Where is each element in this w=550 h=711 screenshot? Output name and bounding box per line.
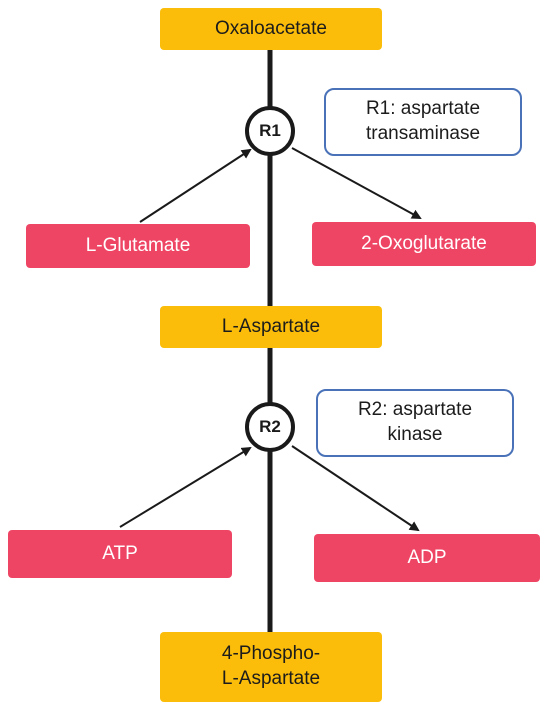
reaction-r1-node: R1 bbox=[245, 106, 295, 156]
enzyme-r2-label-line1: R2: aspartate bbox=[357, 399, 473, 421]
enzyme-r2-label-line2: kinase bbox=[387, 424, 443, 445]
2-oxoglutarate-label: 2-Oxoglutarate bbox=[361, 232, 487, 254]
l-glutamate-label: L-Glutamate bbox=[85, 234, 191, 256]
reaction-r2-node: R2 bbox=[245, 402, 295, 452]
enzyme-r1-label-line2: transaminase bbox=[365, 123, 481, 144]
l-glutamate-node: L-Glutamate bbox=[26, 224, 250, 268]
r1-output-arrow bbox=[291, 147, 422, 219]
l-aspartate-node: L-Aspartate bbox=[160, 306, 382, 348]
4-phospho-l-aspartate-label-line1: 4-Phospho- bbox=[221, 643, 321, 665]
l-aspartate-label: L-Aspartate bbox=[221, 315, 321, 337]
reaction-r1-label: R1 bbox=[259, 121, 281, 140]
enzyme-r2-box: R2: aspartate kinase bbox=[316, 389, 514, 457]
atp-node: ATP bbox=[8, 530, 232, 578]
atp-label: ATP bbox=[102, 542, 138, 564]
oxaloacetate-node: Oxaloacetate bbox=[160, 8, 382, 50]
4-phospho-l-aspartate-label-line2: L-Aspartate bbox=[221, 668, 321, 689]
oxaloacetate-label: Oxaloacetate bbox=[215, 17, 327, 39]
enzyme-r1-label-line1: R1: aspartate bbox=[365, 98, 481, 120]
2-oxoglutarate-node: 2-Oxoglutarate bbox=[312, 222, 536, 266]
r1-input-arrow bbox=[139, 148, 252, 223]
r2-output-arrow bbox=[291, 445, 420, 532]
4-phospho-l-aspartate-node: 4-Phospho- L-Aspartate bbox=[160, 632, 382, 702]
r2-input-arrow bbox=[119, 446, 252, 528]
reaction-r2-label: R2 bbox=[259, 417, 281, 436]
adp-node: ADP bbox=[314, 534, 540, 582]
enzyme-r1-box: R1: aspartate transaminase bbox=[324, 88, 522, 156]
adp-label: ADP bbox=[407, 546, 447, 568]
